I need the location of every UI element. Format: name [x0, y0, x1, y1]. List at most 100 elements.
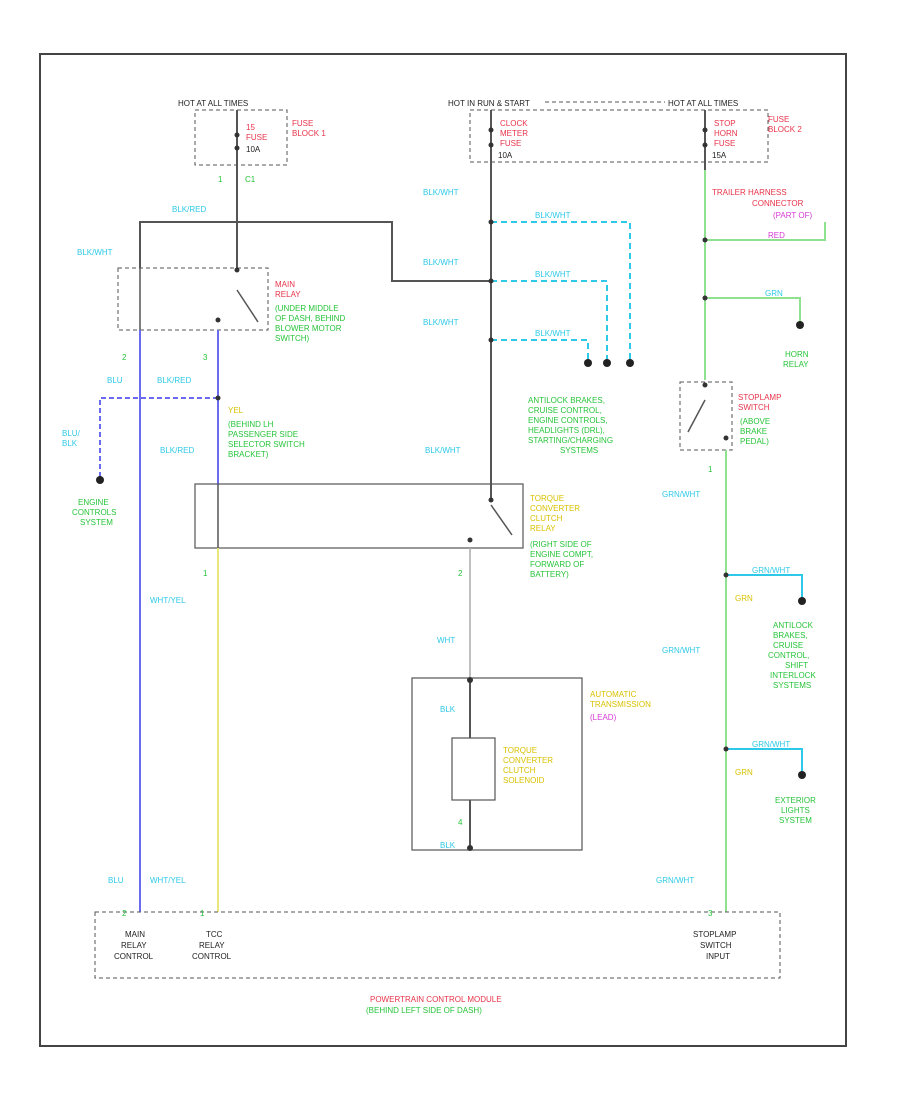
wire-blk-wht-5: BLK/WHT	[425, 446, 461, 455]
dash-ground-1	[626, 359, 634, 367]
wire-grn-dash-3: GRN/WHT	[752, 566, 790, 575]
tcc-label-5: (RIGHT SIDE OF	[530, 540, 592, 549]
pcm-label-1: POWERTRAIN CONTROL MODULE	[370, 995, 502, 1004]
engine-controls-node	[215, 395, 221, 401]
pin-pcm-3: 3	[708, 909, 713, 918]
abs-label-4: CONTROL,	[768, 651, 809, 660]
main-relay-label-2: RELAY	[275, 290, 301, 299]
horn-relay-label-1: HORN	[785, 350, 809, 359]
solenoid-label-2: CONVERTER	[503, 756, 553, 765]
wire-blk-red-2: BLK/RED	[157, 376, 191, 385]
ground-label-2: PASSENGER SIDE	[228, 430, 298, 439]
pin-2-relay: 2	[122, 353, 127, 362]
wire-blk-wht-4: BLK/WHT	[423, 318, 459, 327]
fuse-clock-label-3: FUSE	[500, 139, 521, 148]
pin-1-stoplamp: 1	[708, 465, 713, 474]
tcc-relay-box	[194, 483, 524, 549]
trailer-label-2: CONNECTOR	[752, 199, 804, 208]
fuse-clock-label: CLOCK	[500, 119, 528, 128]
main-relay-pin-node	[234, 267, 240, 273]
fuse-15-node	[234, 132, 240, 138]
stoplamp-label-4: BRAKE	[740, 427, 767, 436]
tcc-label-8: BATTERY)	[530, 570, 569, 579]
stoplamp-switch-box	[679, 381, 733, 451]
wire-blk-wht-2: BLK/WHT	[423, 188, 459, 197]
trailer-label-3: (PART OF)	[773, 211, 812, 220]
main-relay-label-6: SWITCH)	[275, 334, 310, 343]
wire-wht-yel-1: WHT/YEL	[150, 596, 186, 605]
abs-label-2: BRAKES,	[773, 631, 808, 640]
clock-fuse-node	[488, 127, 494, 133]
source-hot-all-times-1: HOT AT ALL TIMES	[178, 99, 248, 108]
pin-1-top: 1	[218, 175, 223, 184]
stoplamp-label-3: (ABOVE	[740, 417, 770, 426]
wire-grn-wht-3: GRN/WHT	[656, 876, 694, 885]
autolock-label-4: HEADLIGHTS (DRL),	[528, 426, 605, 435]
exterior-label-1: EXTERIOR	[775, 796, 816, 805]
dash-wire-2	[491, 280, 608, 360]
fuse-block-1-label-2: BLOCK 1	[292, 129, 326, 138]
fuse-horn-label: HORN	[714, 129, 738, 138]
main-relay-pin-node-2	[215, 317, 221, 323]
fuse-block-2-label: FUSE	[768, 115, 789, 124]
wire-grn-dash-2: GRN	[765, 289, 783, 298]
stoplamp-switch-arm	[687, 399, 706, 433]
main-relay-label-1: MAIN	[275, 280, 295, 289]
wire-dash-3: BLK/WHT	[535, 329, 571, 338]
engine-controls-label-3: SYSTEM	[80, 518, 113, 527]
engine-controls-label-1: ENGINE	[78, 498, 109, 507]
autolock-label-2: CRUISE CONTROL,	[528, 406, 602, 415]
clock-fuse-node-2	[488, 142, 494, 148]
abs-branch-node	[723, 572, 729, 578]
wire-blk-wht-1: BLK/WHT	[77, 248, 113, 257]
tcc-label-2: CONVERTER	[530, 504, 580, 513]
ground-label-3: SELECTOR SWITCH	[228, 440, 305, 449]
abs-label-6: INTERLOCK	[770, 671, 816, 680]
pcm-pin2-label-2: RELAY	[199, 941, 225, 950]
fuse-stop-label-3: FUSE	[714, 139, 735, 148]
dash-ground-2	[603, 359, 611, 367]
stop-fuse-node	[702, 127, 708, 133]
main-relay-label-3: (UNDER MIDDLE	[275, 304, 339, 313]
dash-node-3	[488, 337, 494, 343]
pin-4-solenoid: 4	[458, 818, 463, 827]
abs-label-5: SHIFT	[785, 661, 808, 670]
pin-pcm-1: 2	[122, 909, 127, 918]
blu-blk-engine-controls-wire	[99, 397, 218, 478]
pcm-pin1-label-3: CONTROL	[114, 952, 154, 961]
at-label-1: AUTOMATIC	[590, 690, 637, 699]
dash-node-1	[488, 219, 494, 225]
fuse-block-1-outline	[194, 109, 288, 166]
autolock-label-6: SYSTEMS	[560, 446, 598, 455]
fuse-15-rating: 10A	[246, 145, 261, 154]
wire-blk-b: BLK	[440, 841, 456, 850]
dash-wire-3	[491, 339, 589, 360]
engine-controls-ground	[96, 476, 104, 484]
wire-blu-blk: BLU/	[62, 429, 81, 438]
ground-label-4: BRACKET)	[228, 450, 269, 459]
source-hot-all-times-2: HOT AT ALL TIMES	[668, 99, 738, 108]
fuse-block-2-label-2: BLOCK 2	[768, 125, 802, 134]
pcm-box	[94, 911, 781, 979]
solenoid-label-1: TORQUE	[503, 746, 537, 755]
pcm-pin3-label-3: INPUT	[706, 952, 730, 961]
wire-dash-1: BLK/WHT	[535, 211, 571, 220]
stoplamp-label-2: SWITCH	[738, 403, 770, 412]
fuse-block-2-outline	[469, 109, 769, 163]
at-label-3: (LEAD)	[590, 713, 617, 722]
main-relay-feed-wire	[139, 221, 491, 282]
dash-wire-1	[491, 221, 631, 360]
stoplamp-node-2	[723, 435, 729, 441]
abs-label-3: CRUISE	[773, 641, 803, 650]
tcc-label-6: ENGINE COMPT,	[530, 550, 593, 559]
abs-label-7: SYSTEMS	[773, 681, 811, 690]
trailer-connector-wire	[705, 222, 826, 241]
wire-wht: WHT	[437, 636, 455, 645]
solenoid-node-top	[467, 677, 473, 683]
pin-c1: C1	[245, 175, 256, 184]
autolock-label-3: ENGINE CONTROLS,	[528, 416, 608, 425]
tcc-solenoid-box	[451, 737, 496, 801]
wire-grn-2: GRN	[735, 768, 753, 777]
solenoid-label-4: SOLENOID	[503, 776, 545, 785]
